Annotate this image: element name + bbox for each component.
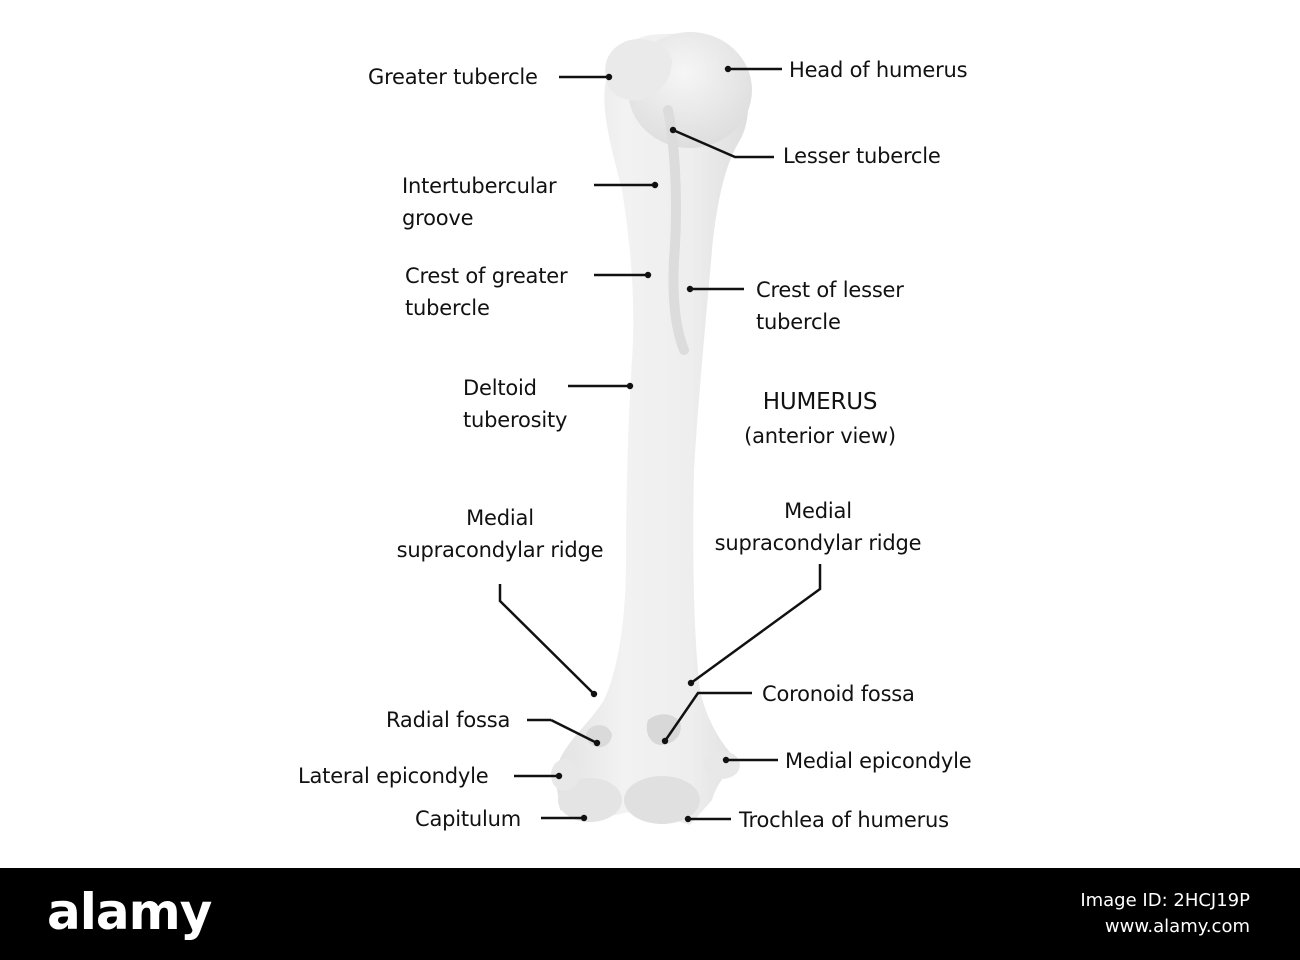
dot-greater-tubercle — [605, 73, 613, 81]
label-lateral-epicondyle: Lateral epicondyle — [298, 764, 489, 788]
dot-ridge-right — [687, 679, 695, 687]
label-deltoid-tuberosity: Deltoid tuberosity — [463, 376, 568, 432]
label-greater-tubercle: Greater tubercle — [368, 65, 538, 89]
label-medial-supracondylar-ridge-right: Medial supracondylar ridge — [714, 499, 922, 555]
dot-head-of-humerus — [724, 65, 732, 73]
label-intertubercular-groove: Intertubercular groove — [402, 174, 557, 230]
dot-intertubercular-groove — [651, 181, 659, 189]
dot-medial-epicondyle — [722, 756, 730, 764]
humerus-illustration — [498, 32, 822, 825]
humerus-diagram: Greater tubercle Head of humerus Lesser … — [298, 32, 972, 832]
dot-crest-lesser-tubercle — [686, 285, 694, 293]
label-capitulum: Capitulum — [415, 807, 522, 831]
label-medial-epicondyle: Medial epicondyle — [785, 749, 972, 773]
label-crest-lesser-tubercle: Crest of lesser tubercle — [756, 278, 904, 334]
intertubercular-groove-shape — [663, 105, 689, 355]
leader-ridge-right — [690, 564, 822, 685]
dot-radial-fossa — [593, 739, 601, 747]
label-radial-fossa: Radial fossa — [386, 708, 511, 732]
medial-epicondyle-shape — [704, 751, 740, 779]
dot-deltoid-tuberosity — [626, 382, 634, 390]
capitulum-shape — [558, 778, 622, 822]
coronoid-fossa-shape — [646, 714, 681, 745]
dot-lesser-tubercle — [669, 126, 677, 134]
dot-crest-greater-tubercle — [644, 271, 652, 279]
leader-lines — [498, 67, 822, 821]
dot-capitulum — [580, 814, 588, 822]
watermark-footer: alamy Image ID: 2HCJ19P www.alamy.com — [0, 868, 1300, 960]
label-trochlea-of-humerus: Trochlea of humerus — [739, 808, 949, 832]
diagram-title: HUMERUS — [762, 389, 878, 415]
lateral-epicondyle-shape — [551, 759, 579, 791]
anchor-dots — [555, 65, 732, 823]
label-coronoid-fossa: Coronoid fossa — [762, 682, 915, 706]
diagram-subtitle: (anterior view) — [744, 424, 896, 448]
greater-tubercle-shape — [605, 39, 672, 101]
dot-coronoid-fossa — [661, 737, 669, 745]
leader-radial-fossa-2 — [550, 718, 598, 745]
image-id-text: Image ID: 2HCJ19P — [1080, 890, 1250, 911]
dot-lateral-epicondyle — [555, 772, 563, 780]
label-crest-greater-tubercle: Crest of greater tubercle — [405, 264, 568, 320]
dot-ridge-left — [590, 690, 598, 698]
alamy-logo: alamy — [47, 883, 212, 941]
label-lesser-tubercle: Lesser tubercle — [783, 144, 941, 168]
leader-lesser-tubercle — [672, 128, 774, 159]
leader-ridge-left — [498, 584, 595, 695]
site-url-text: www.alamy.com — [1104, 916, 1250, 937]
humerus-shaft — [555, 33, 749, 825]
trochlea-shape — [624, 776, 700, 824]
label-head-of-humerus: Head of humerus — [789, 58, 968, 82]
label-medial-supracondylar-ridge-left: Medial supracondylar ridge — [396, 506, 604, 562]
dot-trochlea — [684, 815, 692, 823]
leader-coronoid-fossa — [663, 691, 752, 742]
